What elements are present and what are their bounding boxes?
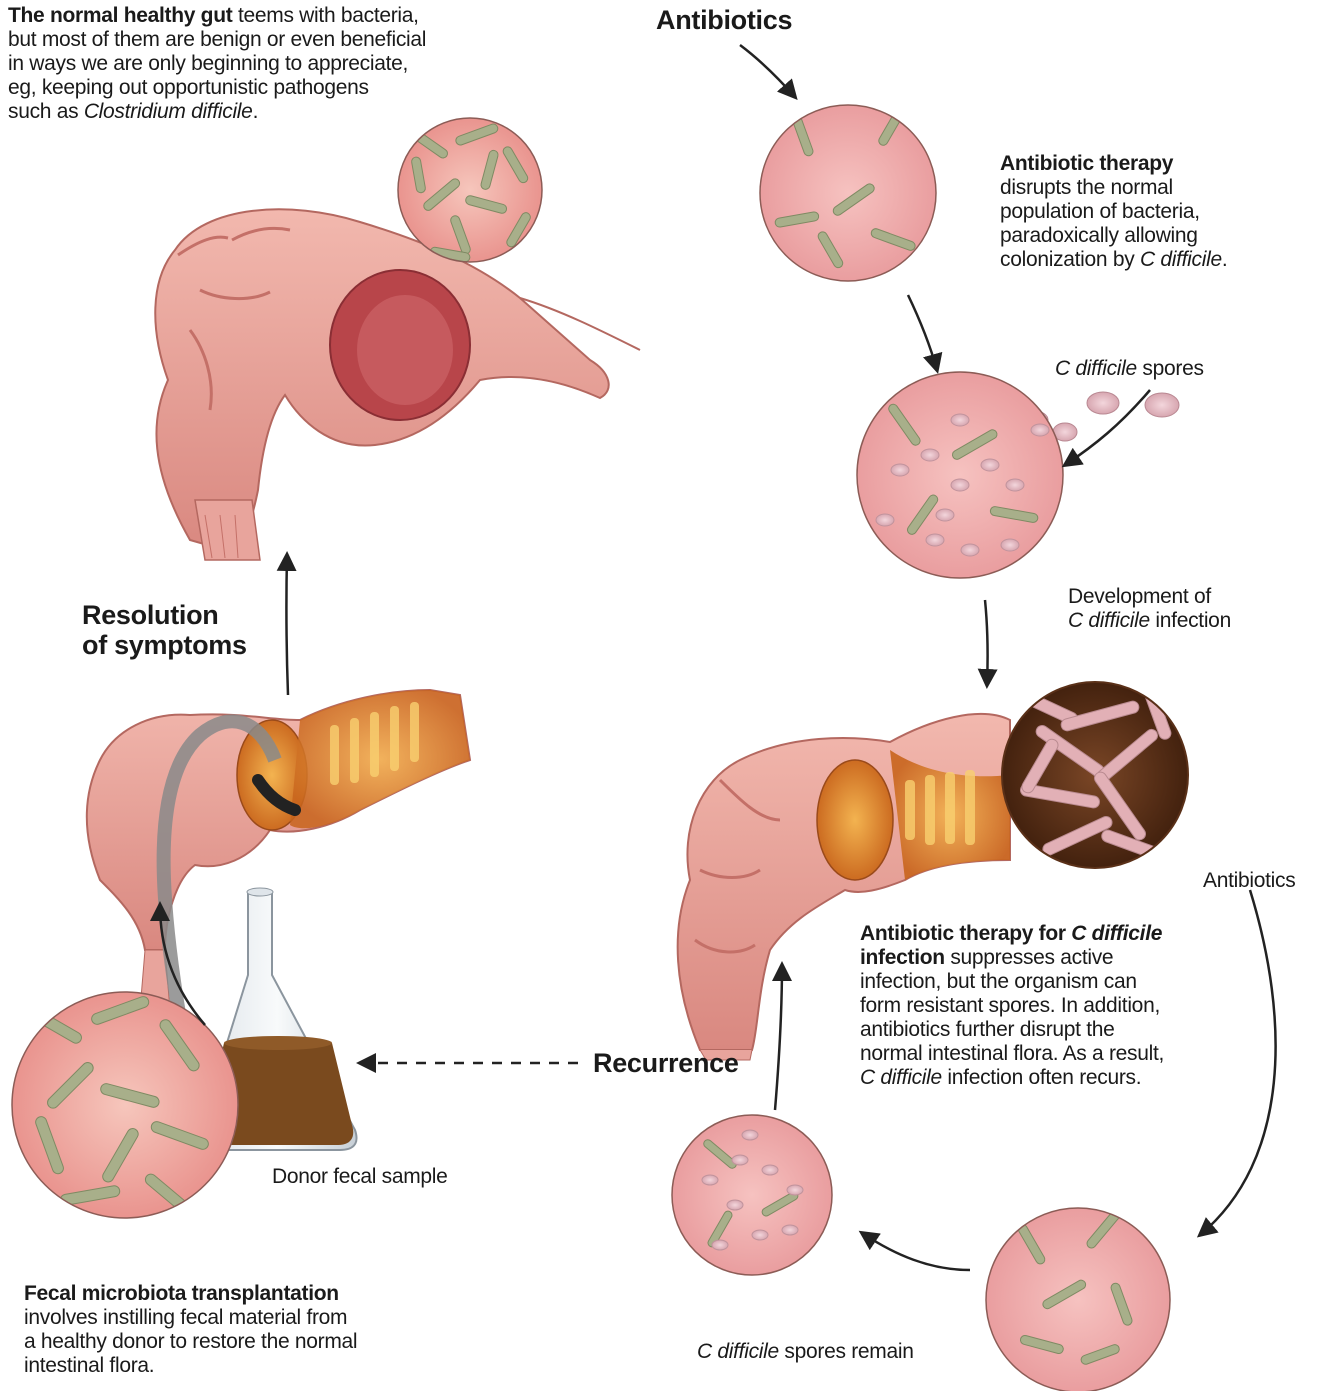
donor-flora-circle [12,992,238,1219]
post-antibiotic-circle [986,1208,1170,1391]
disrupted-flora-circle [760,103,936,281]
development-line1: Development of [1068,585,1231,609]
antibiotic-therapy-line5-post: . [1222,248,1228,271]
infection-circle [1002,671,1188,868]
therapy-cdiff-line7-italic: C difficile [860,1066,942,1089]
recurrence-label: Recurrence [593,1048,739,1078]
arrow-to-spores-remain [862,1233,970,1270]
spores-remain-italic: C difficile [697,1340,779,1363]
spores-label-text: spores [1137,357,1204,380]
therapy-cdiff-line7-post: infection often recurs. [942,1066,1141,1089]
healthy-gut-bold: The normal healthy gut [8,4,232,27]
healthy-gut-line1: teems with bacteria, [232,4,418,27]
fmt-caption: Fecal microbiota transplantation involve… [24,1282,504,1378]
healthy-gut-line2: but most of them are benign or even bene… [8,28,568,52]
arrow-antibiotics-in [740,45,795,97]
spores-label-italic: C difficile [1055,357,1137,380]
development-label: Development of C difficile infection [1068,585,1231,633]
fmt-bold: Fecal microbiota transplantation [24,1282,339,1305]
therapy-cdiff-line4: form resistant spores. In addition, [860,994,1280,1018]
resolution-label: Resolution of symptoms [82,600,247,660]
healthy-colon [155,209,640,560]
spores-remain-text: spores remain [779,1340,914,1363]
fmt-line3: a healthy donor to restore the normal [24,1330,504,1354]
healthy-gut-caption: The normal healthy gut teems with bacter… [8,4,568,124]
therapy-cdiff-text2: suppresses active [945,946,1114,969]
antibiotic-therapy-line5-pre: colonization by [1000,248,1140,271]
antibiotic-therapy-caption: Antibiotic therapy disrupts the normal p… [1000,152,1320,272]
fmt-line4: intestinal flora. [24,1354,504,1378]
therapy-cdiff-line5: antibiotics further disrupt the [860,1018,1280,1042]
fmt-line2: involves instilling fecal material from [24,1306,504,1330]
arrow-to-infection [985,600,988,685]
therapy-cdiff-bold1: Antibiotic therapy for [860,922,1071,945]
healthy-gut-line4: eg, keeping out opportunistic pathogens [8,76,568,100]
therapy-cdiff-line3: infection, but the organism can [860,970,1280,994]
arrow-recurrence-up [775,965,782,1110]
antibiotic-therapy-line4: paradoxically allowing [1000,224,1320,248]
antibiotic-therapy-line5-italic: C difficile [1140,248,1222,271]
antibiotic-therapy-bold: Antibiotic therapy [1000,152,1173,175]
spores-remain-circle [672,1115,832,1275]
therapy-cdiff-caption: Antibiotic therapy for C difficile infec… [860,922,1280,1090]
donor-label: Donor fecal sample [272,1165,448,1189]
development-line2-italic: C difficile [1068,609,1150,632]
development-line2-post: infection [1150,609,1231,632]
healthy-gut-line5-post: . [253,100,259,123]
spores-label: C difficile spores [1055,357,1204,381]
antibiotics-right-label: Antibiotics [1203,869,1295,893]
antibiotic-therapy-line2: disrupts the normal [1000,176,1320,200]
antibiotic-therapy-line3: population of bacteria, [1000,200,1320,224]
healthy-gut-line3: in ways we are only beginning to appreci… [8,52,568,76]
therapy-cdiff-bold-italic: C difficile [1071,922,1162,945]
therapy-cdiff-line6: normal intestinal flora. As a result, [860,1042,1280,1066]
resolution-line1: Resolution [82,600,247,630]
fmt-colon [87,690,470,1020]
healthy-gut-line5-italic: Clostridium difficile [84,100,253,123]
arrow-resolution-up [286,555,288,695]
healthy-gut-line5-pre: such as [8,100,84,123]
spores-remain-label: C difficile spores remain [697,1340,914,1364]
antibiotics-top-label: Antibiotics [656,5,792,35]
arrow-to-colonization [908,295,937,370]
healthy-flora-circle [398,118,542,262]
colonization-circle [857,372,1063,578]
resolution-line2: of symptoms [82,630,247,660]
therapy-cdiff-bold2: infection [860,946,945,969]
